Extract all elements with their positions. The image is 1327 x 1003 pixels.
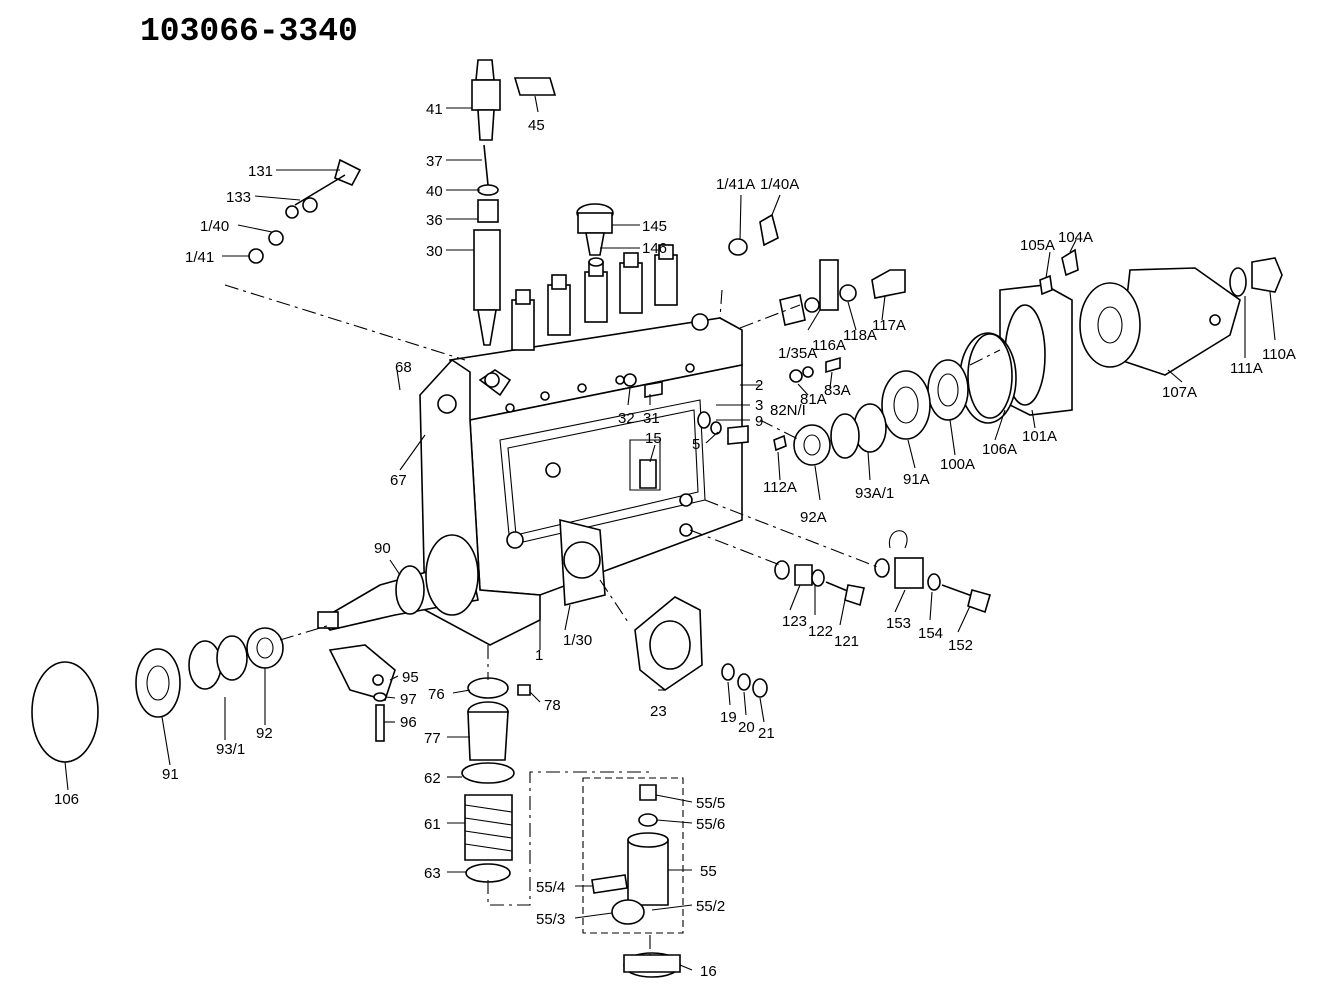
label-55: 55 xyxy=(700,863,717,880)
label-62: 62 xyxy=(424,770,441,787)
label-19: 19 xyxy=(720,709,737,726)
label-92: 92 xyxy=(256,725,273,742)
label-78: 78 xyxy=(544,697,561,714)
label-110A: 110A xyxy=(1262,346,1296,363)
label-15: 15 xyxy=(645,430,662,447)
label-1-30: 1/30 xyxy=(563,632,592,649)
label-145: 145 xyxy=(642,218,667,235)
diagram-title: 103066-3340 xyxy=(140,13,358,50)
label-30: 30 xyxy=(426,243,443,260)
label-61: 61 xyxy=(424,816,441,833)
label-123: 123 xyxy=(782,613,807,630)
label-36: 36 xyxy=(426,212,443,229)
label-23: 23 xyxy=(650,703,667,720)
label-131: 131 xyxy=(248,163,273,180)
upper-components-center xyxy=(576,203,779,267)
label-1-41A: 1/41A xyxy=(716,176,755,193)
label-55-5: 55/5 xyxy=(696,795,725,812)
label-55-4: 55/4 xyxy=(536,879,565,896)
label-82: 82N/I xyxy=(770,402,806,419)
label-91: 91 xyxy=(162,766,179,783)
label-1-35A: 1/35A xyxy=(778,345,817,362)
leader-lines xyxy=(64,95,1276,971)
label-32: 32 xyxy=(618,410,635,427)
label-9: 9 xyxy=(755,413,763,430)
label-55-3: 55/3 xyxy=(536,911,565,928)
label-121: 121 xyxy=(834,633,859,650)
label-5: 5 xyxy=(692,436,700,453)
label-111A: 111A xyxy=(1230,360,1263,377)
label-116A: 116A xyxy=(812,337,846,354)
label-100A: 100A xyxy=(940,456,975,473)
label-152: 152 xyxy=(948,637,973,654)
bolt-set-152 xyxy=(874,530,991,614)
label-91A: 91A xyxy=(903,471,930,488)
label-153: 153 xyxy=(886,615,911,632)
label-106A: 106A xyxy=(982,441,1017,458)
part-number-labels: 41 45 37 40 36 30 131 133 1/40 1/41 145 … xyxy=(54,101,1296,980)
label-95: 95 xyxy=(402,669,419,686)
cover-plate xyxy=(959,284,1073,424)
label-55-2: 55/2 xyxy=(696,898,725,915)
label-101A: 101A xyxy=(1022,428,1057,445)
tappet-column xyxy=(328,644,531,883)
gasket-plate xyxy=(634,596,768,698)
label-104A: 104A xyxy=(1058,229,1093,246)
label-106: 106 xyxy=(54,791,79,808)
label-93-1: 93/1 xyxy=(216,741,245,758)
label-31: 31 xyxy=(643,410,660,427)
label-45: 45 xyxy=(528,117,545,134)
label-154: 154 xyxy=(918,625,943,642)
label-21: 21 xyxy=(758,725,775,742)
label-76: 76 xyxy=(428,686,445,703)
label-105A: 105A xyxy=(1020,237,1055,254)
label-63: 63 xyxy=(424,865,441,882)
label-83A: 83A xyxy=(824,382,851,399)
label-67: 67 xyxy=(390,472,407,489)
label-90: 90 xyxy=(374,540,391,557)
label-37: 37 xyxy=(426,153,443,170)
label-1-40A: 1/40A xyxy=(760,176,799,193)
label-96: 96 xyxy=(400,714,417,731)
label-122: 122 xyxy=(808,623,833,640)
label-97: 97 xyxy=(400,691,417,708)
label-16: 16 xyxy=(700,963,717,980)
small-parts-center xyxy=(623,356,841,452)
label-3: 3 xyxy=(755,397,763,414)
label-81A: 81A xyxy=(800,391,827,408)
camshaft xyxy=(317,534,479,631)
governor-housing xyxy=(1079,267,1241,376)
roller-tappet-group xyxy=(582,777,684,978)
label-68: 68 xyxy=(395,359,412,376)
bolt-set-121 xyxy=(774,560,865,607)
bearing-set-left xyxy=(31,627,284,763)
label-107A: 107A xyxy=(1162,384,1197,401)
label-1-40: 1/40 xyxy=(200,218,229,235)
label-1: 1 xyxy=(535,647,543,664)
label-146: 146 xyxy=(642,240,667,257)
bearing-set-right xyxy=(793,333,1013,466)
label-92A: 92A xyxy=(800,509,827,526)
fittings-right-top xyxy=(779,248,1283,326)
assembly-axis-lines xyxy=(224,284,1001,955)
label-117A: 117A xyxy=(872,317,906,334)
label-40: 40 xyxy=(426,183,443,200)
label-2: 2 xyxy=(755,377,763,394)
label-55-6: 55/6 xyxy=(696,816,725,833)
label-112A: 112A xyxy=(763,479,797,496)
label-20: 20 xyxy=(738,719,755,736)
label-41: 41 xyxy=(426,101,443,118)
label-93A-1: 93A/1 xyxy=(855,485,894,502)
label-133: 133 xyxy=(226,189,251,206)
element-stack-left xyxy=(471,59,557,346)
fitting-assembly-upper-left xyxy=(248,158,362,264)
label-1-41: 1/41 xyxy=(185,249,214,266)
delivery-valve-holders xyxy=(511,244,678,351)
label-118A: 118A xyxy=(843,327,877,344)
label-77: 77 xyxy=(424,730,441,747)
